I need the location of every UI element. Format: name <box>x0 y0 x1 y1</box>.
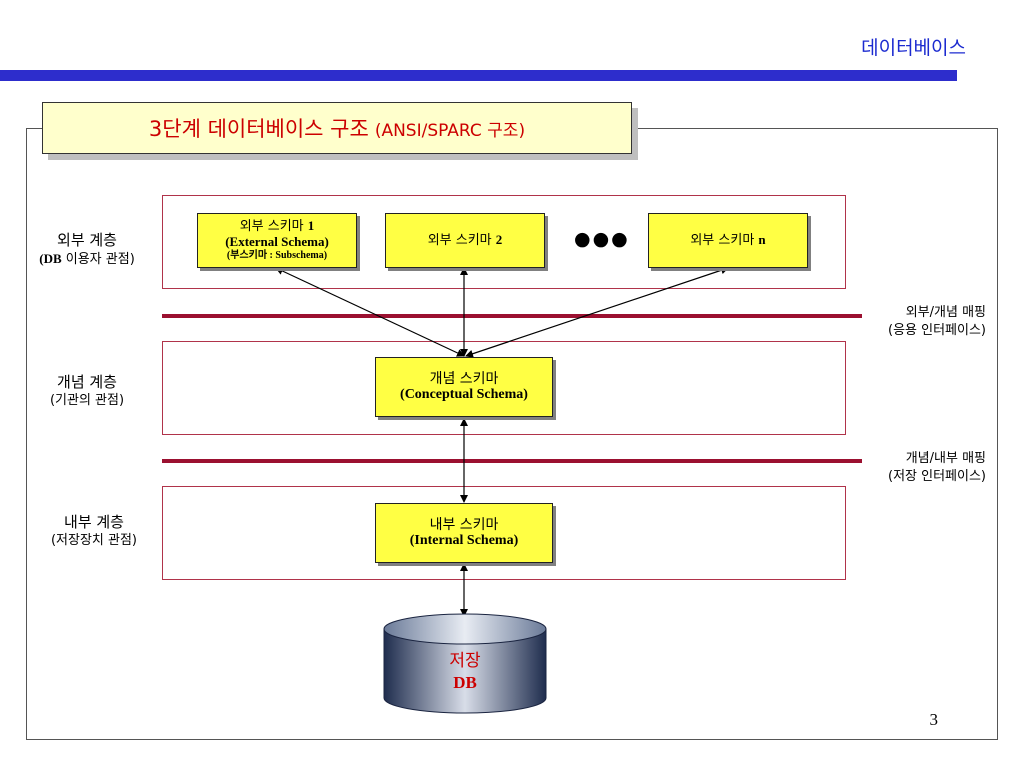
conceptual-schema-title: 개념 스키마 <box>429 370 499 387</box>
header-bar <box>0 70 957 81</box>
external-schema-1-box: 외부 스키마 1 (External Schema) (부스키마 : Subsc… <box>197 213 357 268</box>
external-schema-2-box: 외부 스키마 2 <box>385 213 545 268</box>
internal-layer-box <box>162 486 846 580</box>
external-layer-label: 외부 계층 (DB 이용자 관점) <box>18 230 156 269</box>
internal-layer-label: 내부 계층 (저장장치 관점) <box>18 512 170 550</box>
conceptual-internal-mapping-label: 개념/내부 매핑 (저장 인터페이스) <box>888 450 986 486</box>
database-label: 저장 DB <box>384 651 546 694</box>
external-conceptual-mapping-label: 외부/개념 매핑 (응용 인터페이스) <box>888 304 986 340</box>
external-layer-view-prefix: (DB <box>39 251 62 267</box>
external-schema-n-box: 외부 스키마 n <box>648 213 808 268</box>
conceptual-layer-label: 개념 계층 (기관의 관점) <box>18 372 156 410</box>
slide-title-box: 3단계 데이터베이스 구조 (ANSI/SPARC 구조) <box>42 102 632 154</box>
external-schema-n-number: n <box>758 231 766 247</box>
internal-schema-box: 내부 스키마 (Internal Schema) <box>375 503 553 563</box>
external-schema-1-english: (External Schema) <box>225 234 329 250</box>
page-number: 3 <box>929 710 939 729</box>
conceptual-layer-view: (기관의 관점) <box>49 393 125 409</box>
conceptual-layer-name: 개념 계층 <box>57 373 117 391</box>
external-schema-n-title: 외부 스키마 <box>690 232 759 248</box>
database-label-line2: DB <box>453 673 477 693</box>
external-schema-1-title: 외부 스키마 <box>239 219 308 235</box>
external-conceptual-mapping-name: 외부/개념 매핑 <box>905 305 986 320</box>
internal-schema-english: (Internal Schema) <box>409 533 519 548</box>
external-schema-1-number: 1 <box>307 218 315 234</box>
external-conceptual-mapping-desc: (응용 인터페이스) <box>888 323 986 339</box>
header-title: 데이터베이스 <box>861 37 966 59</box>
conceptual-schema-box: 개념 스키마 (Conceptual Schema) <box>375 357 553 417</box>
database-label-line1: 저장 <box>449 651 481 671</box>
arrow-external-1-conceptual <box>275 267 465 357</box>
external-schema-1-subschema: (부스키마 : Subschema) <box>226 250 328 262</box>
conceptual-internal-mapping-name: 개념/내부 매핑 <box>905 451 986 466</box>
arrow-external-n-conceptual <box>465 266 729 358</box>
slide-subtitle: (ANSI/SPARC 구조) <box>374 120 526 141</box>
external-layer-view: 이용자 관점) <box>61 252 135 268</box>
external-layer-name: 외부 계층 <box>57 231 117 249</box>
internal-layer-name: 내부 계층 <box>64 513 124 531</box>
slide-title: 3단계 데이터베이스 구조 <box>148 117 369 141</box>
internal-schema-title: 내부 스키마 <box>429 516 499 533</box>
conceptual-internal-mapping-desc: (저장 인터페이스) <box>888 469 986 485</box>
external-schema-ellipsis: ●●● <box>574 228 630 250</box>
internal-layer-view: (저장장치 관점) <box>50 533 138 549</box>
external-schema-2-title: 외부 스키마 <box>427 232 496 248</box>
conceptual-schema-english: (Conceptual Schema) <box>400 387 528 402</box>
conceptual-internal-mapping-line <box>162 459 862 463</box>
external-schema-2-number: 2 <box>495 231 503 247</box>
